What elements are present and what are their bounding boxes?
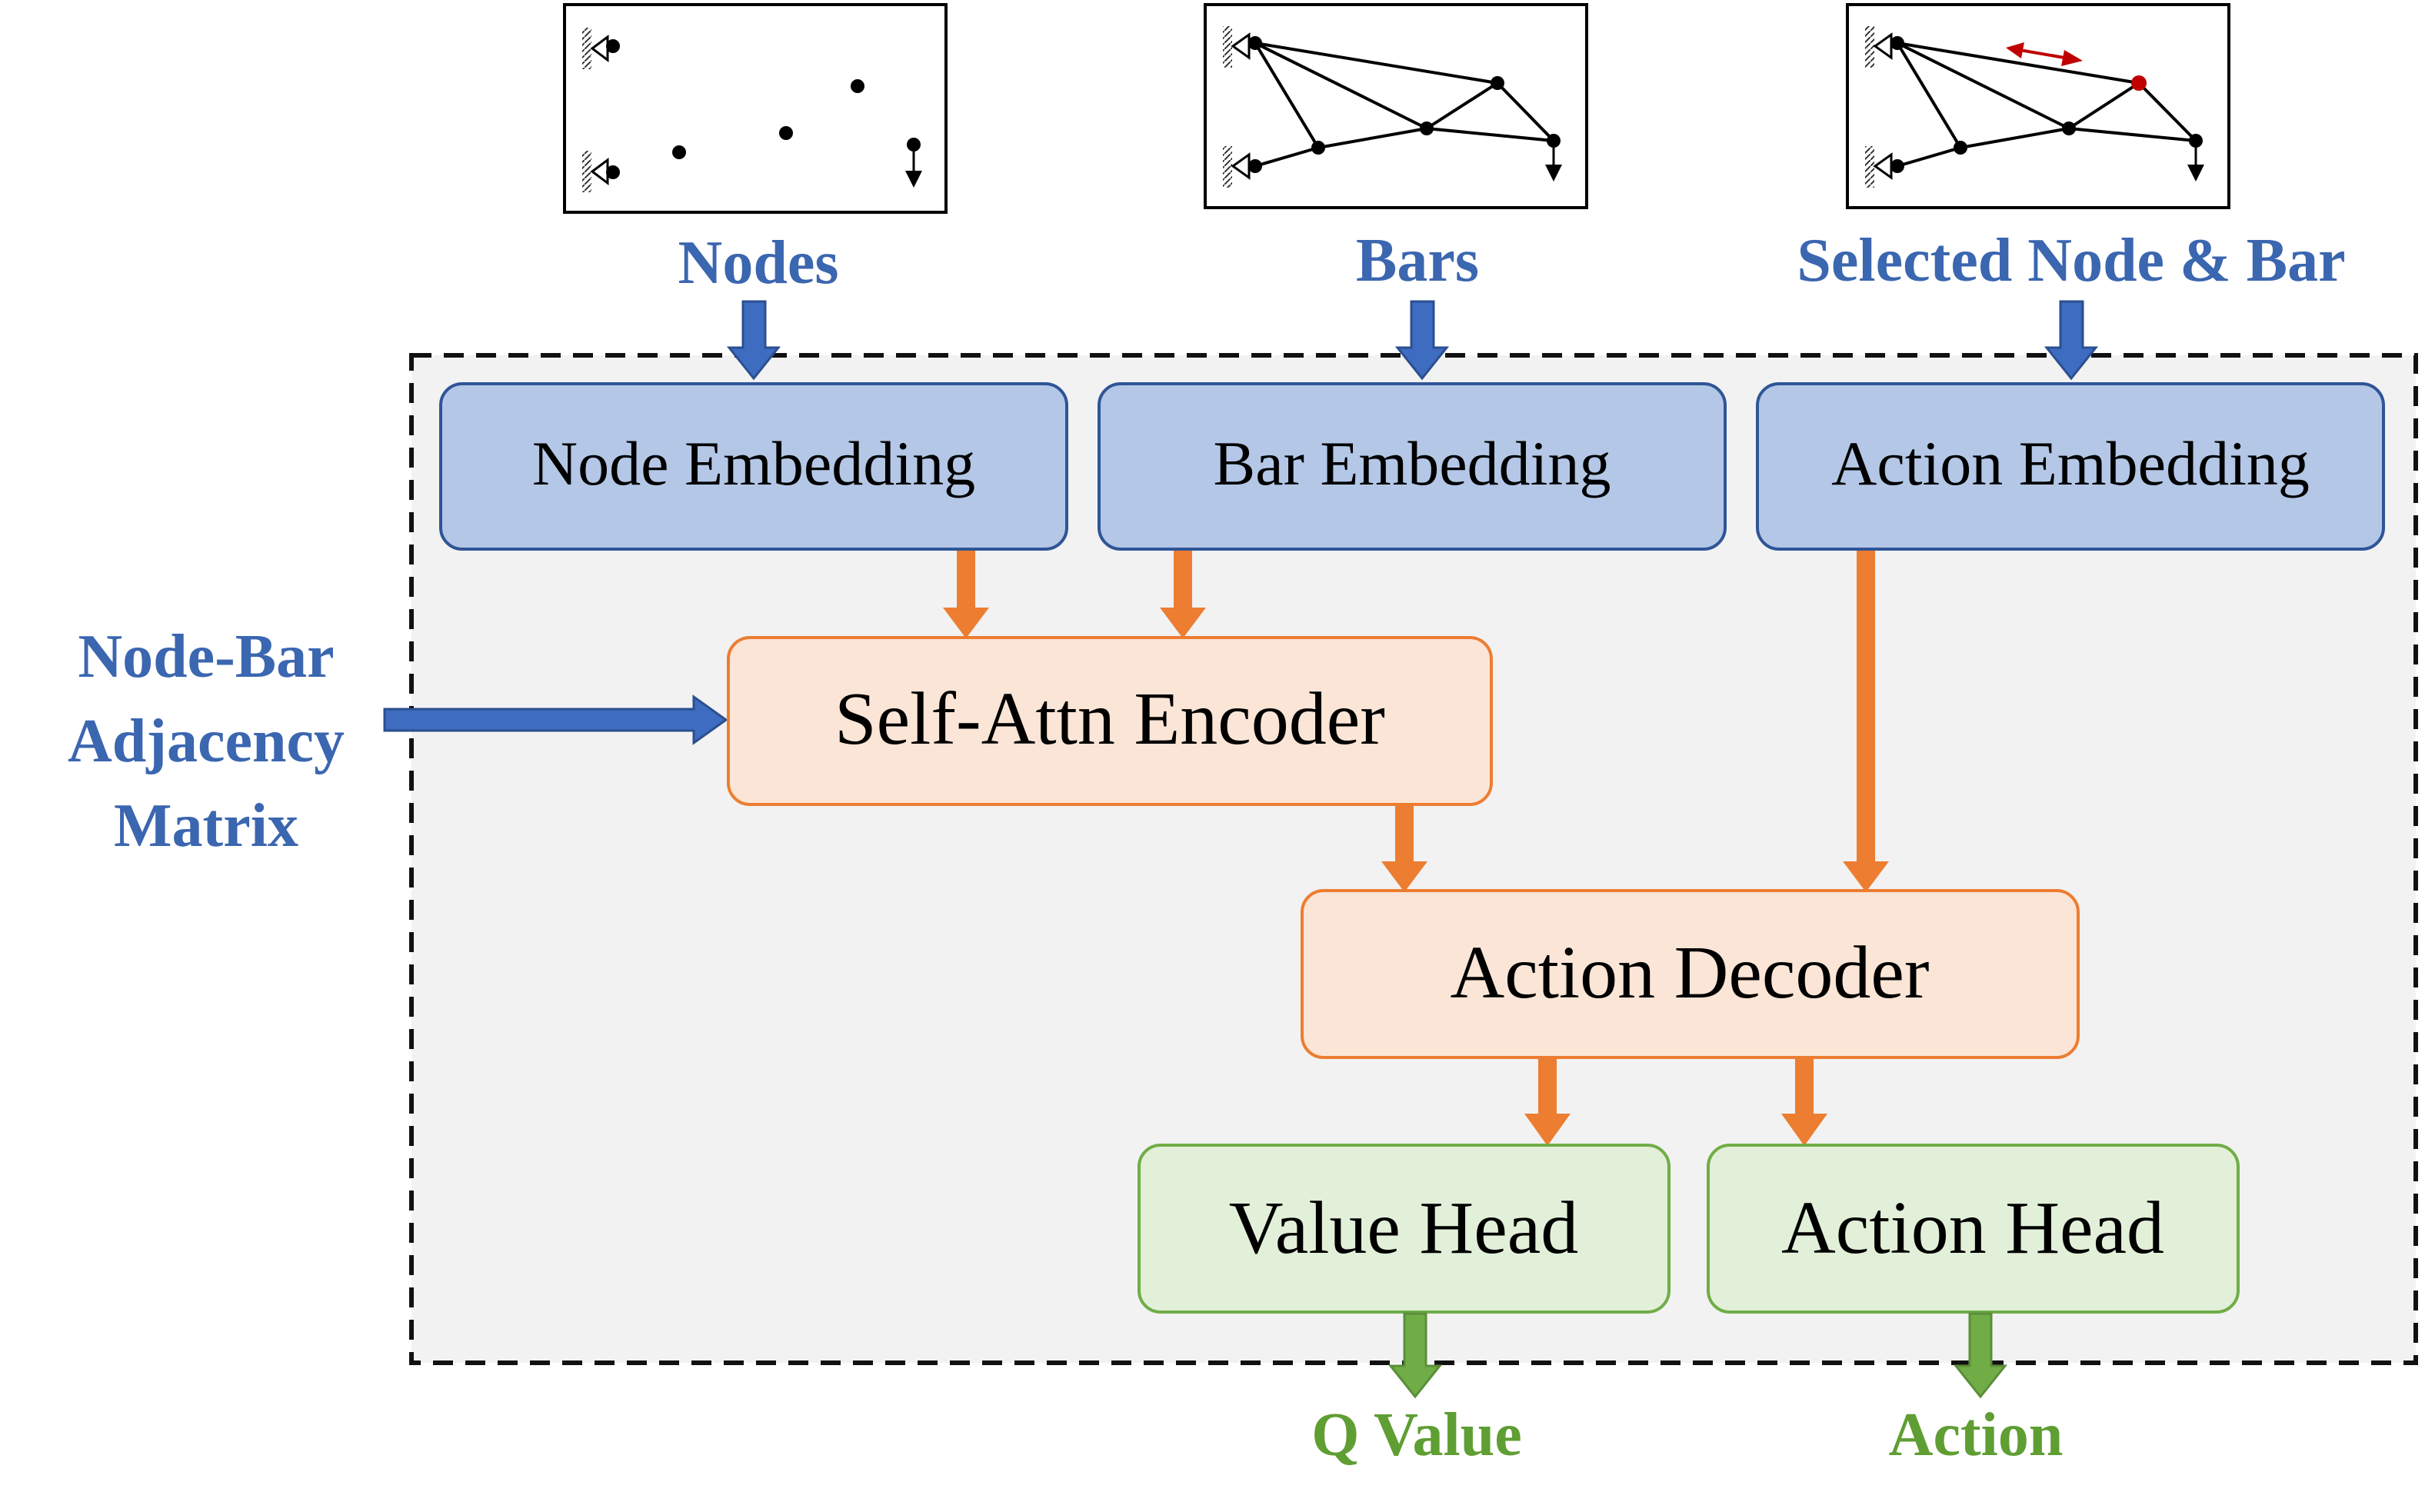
encoder-block: Self-Attn Encoder bbox=[727, 636, 1493, 806]
bar-embedding-block: Bar Embedding bbox=[1098, 382, 1727, 551]
decoder-block: Action Decoder bbox=[1301, 889, 2080, 1059]
double-arrow-icon bbox=[2006, 42, 2083, 66]
flow-arrow bbox=[1781, 1057, 1827, 1146]
action-head-label: Action Head bbox=[1781, 1187, 2164, 1270]
action-embedding-block: Action Embedding bbox=[1756, 382, 2385, 551]
node-point bbox=[1491, 76, 1504, 90]
node-point bbox=[672, 145, 686, 159]
bars-thumbnail bbox=[1204, 3, 1588, 209]
nodes-thumbnail bbox=[563, 3, 948, 214]
node-point bbox=[606, 39, 620, 53]
node-point bbox=[1248, 159, 1262, 173]
value-head-label: Value Head bbox=[1229, 1187, 1578, 1270]
adjacency-label-line3: Matrix bbox=[114, 792, 298, 860]
bar-embedding-label: Bar Embedding bbox=[1214, 428, 1611, 498]
bars-label: Bars bbox=[1356, 227, 1479, 295]
action-output-label: Action bbox=[1889, 1401, 2064, 1469]
node-point bbox=[1311, 141, 1325, 155]
q-value-label: Q Value bbox=[1311, 1401, 1521, 1469]
flow-arrow bbox=[1524, 1057, 1571, 1146]
truss-bars bbox=[1896, 42, 2197, 168]
output-arrow bbox=[1953, 1312, 2008, 1399]
load-arrow-icon bbox=[2187, 144, 2204, 182]
node-point bbox=[1420, 122, 1434, 135]
adjacency-label-line1: Node-Bar bbox=[78, 623, 334, 691]
selected-node-point bbox=[2131, 75, 2147, 91]
node-point bbox=[1248, 36, 1262, 50]
node-point bbox=[907, 138, 921, 152]
decoder-label: Action Decoder bbox=[1450, 931, 1929, 1014]
node-point bbox=[851, 79, 864, 93]
node-embedding-label: Node Embedding bbox=[532, 428, 975, 498]
node-point bbox=[1954, 141, 1967, 155]
selected-label: Selected Node & Bar bbox=[1797, 227, 2345, 295]
input-arrow bbox=[1394, 300, 1450, 381]
output-arrow bbox=[1387, 1312, 1443, 1399]
flow-arrow bbox=[1381, 804, 1427, 892]
action-embedding-label: Action Embedding bbox=[1831, 428, 2310, 498]
input-arrow bbox=[2044, 300, 2099, 381]
load-arrow-icon bbox=[1545, 144, 1562, 182]
flow-arrow bbox=[1843, 551, 1889, 892]
node-point bbox=[2062, 122, 2076, 135]
node-embedding-block: Node Embedding bbox=[439, 382, 1068, 551]
adjacency-arrow bbox=[383, 694, 728, 745]
input-arrow bbox=[726, 300, 781, 381]
value-head-block: Value Head bbox=[1138, 1144, 1671, 1314]
node-point bbox=[1890, 159, 1904, 173]
flow-arrow bbox=[1160, 551, 1206, 638]
action-head-block: Action Head bbox=[1707, 1144, 2240, 1314]
node-point bbox=[779, 126, 793, 140]
selected-thumbnail bbox=[1846, 3, 2230, 209]
node-point bbox=[1547, 134, 1561, 148]
nodes-label: Nodes bbox=[678, 229, 839, 297]
truss-bars bbox=[1254, 42, 1555, 168]
node-point bbox=[1890, 36, 1904, 50]
encoder-label: Self-Attn Encoder bbox=[834, 678, 1385, 761]
flow-arrow bbox=[943, 551, 989, 638]
load-arrow-icon bbox=[905, 148, 922, 188]
node-point bbox=[606, 165, 620, 179]
adjacency-label-line2: Adjacency bbox=[68, 708, 345, 775]
node-point bbox=[2189, 134, 2203, 148]
